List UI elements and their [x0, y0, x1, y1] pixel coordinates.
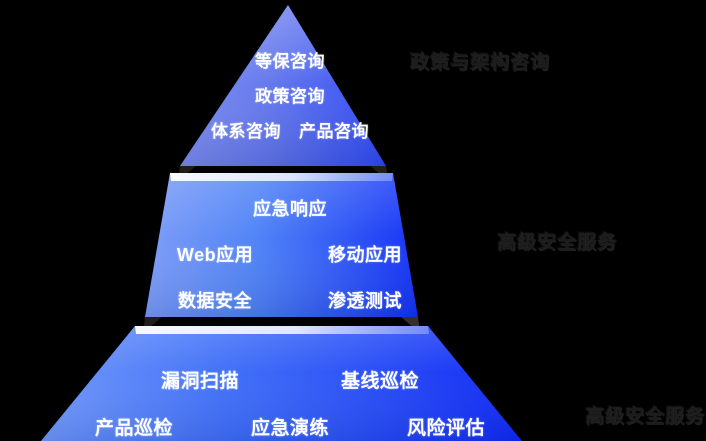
side-label-tier-3: 高级安全服务 [585, 406, 706, 427]
side-label-tier-1: 政策与架构咨询 [410, 52, 551, 73]
side-label-tier-2: 高级安全服务 [497, 232, 618, 253]
